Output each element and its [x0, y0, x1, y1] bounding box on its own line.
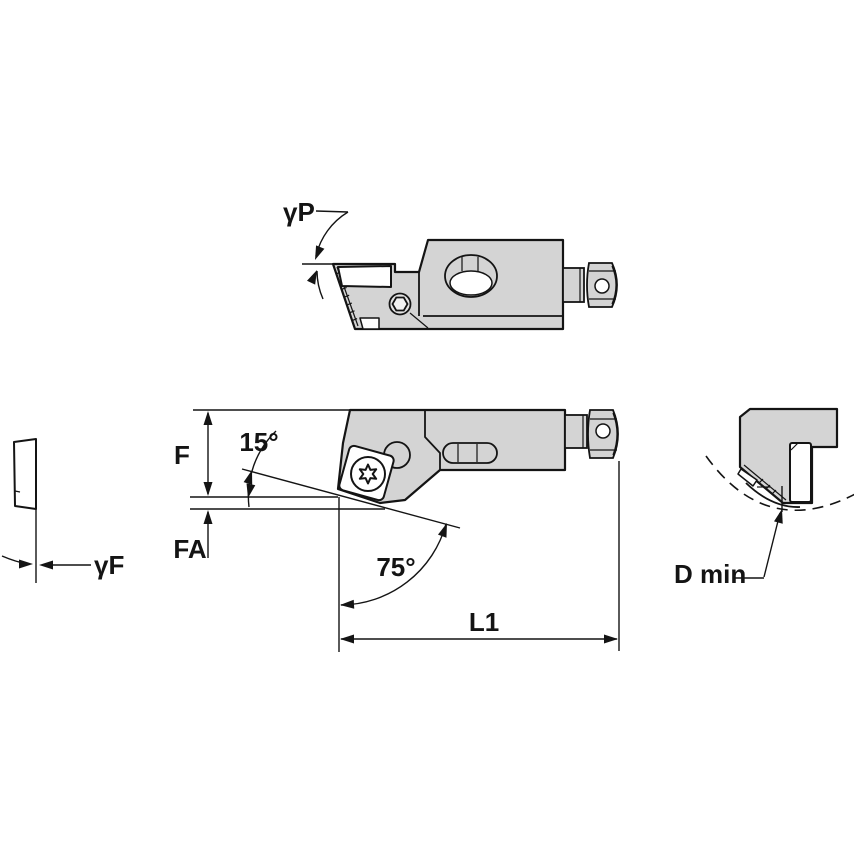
f-label: F — [174, 440, 190, 470]
adjusting-screw-side — [562, 262, 618, 308]
cross-hole — [594, 278, 610, 294]
torx-icon — [358, 463, 378, 485]
arrowhead — [315, 245, 325, 260]
angle-75-dimension: 75° — [340, 523, 447, 609]
arrowhead — [307, 270, 317, 285]
oval-mount-hole — [444, 254, 498, 298]
fa-label: FA — [173, 534, 206, 564]
gamma-p-arc-lower — [316, 270, 324, 300]
gamma-p-label: γP — [283, 197, 315, 227]
angle-15-dimension: 15° — [239, 427, 279, 508]
square-insert — [338, 444, 395, 502]
serration-slot — [737, 468, 758, 487]
side-view: γP — [283, 197, 618, 331]
end-view: D min — [674, 407, 854, 589]
bore-arc-solid — [745, 482, 801, 508]
gamma-f-annotation: γF — [1, 550, 124, 580]
gamma-p-annotation: γP — [283, 197, 349, 300]
obround-slot — [442, 442, 498, 464]
gamma-p-leader — [315, 210, 349, 213]
serration-inner-line — [743, 464, 787, 501]
fa-dimension: FA — [173, 510, 213, 564]
bore-circle-dashed — [705, 455, 854, 512]
cross-hole — [595, 423, 611, 439]
cutting-edge-line — [241, 468, 461, 529]
f-dimension: F — [174, 411, 213, 496]
insert-edge-profile — [13, 438, 37, 510]
blade-chamfer — [790, 442, 799, 451]
hex-socket-screw-icon — [388, 292, 412, 316]
adjusting-screw-top — [564, 409, 619, 459]
angle-15-label: 15° — [239, 427, 278, 457]
l1-dimension: L1 — [340, 607, 618, 644]
gamma-f-label: γF — [94, 550, 124, 580]
insert-edge-view: γF — [1, 438, 124, 583]
insert-side-face — [337, 265, 392, 288]
pocket-step-line — [424, 410, 441, 470]
end-view-body — [738, 407, 839, 505]
angle-75-label: 75° — [376, 552, 415, 582]
l1-label: L1 — [469, 607, 499, 637]
bottom-notch — [359, 317, 380, 330]
top-view: F FA 15° 75° L1 — [173, 408, 620, 652]
d-min-annotation: D min — [674, 509, 783, 589]
insert-blade — [789, 442, 812, 503]
d-min-label: D min — [674, 559, 746, 589]
pocket-edge-line — [409, 312, 429, 329]
edge-notch — [14, 490, 21, 493]
